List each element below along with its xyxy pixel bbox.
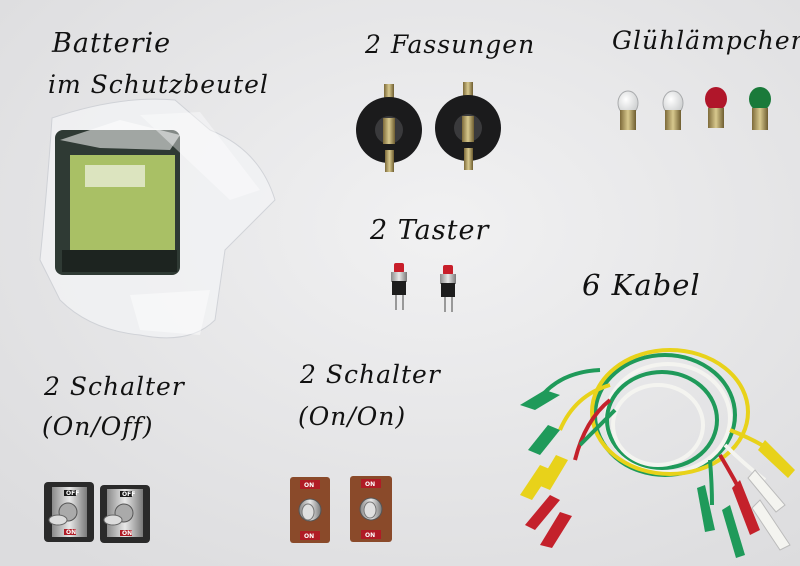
bulbs-label: Glühlämpchen	[612, 26, 800, 55]
switch-marking-on: ON	[365, 532, 375, 539]
toggle-switch-on-off: OFF ON	[44, 482, 94, 542]
battery-in-bag	[39, 98, 276, 339]
light-bulb	[705, 87, 727, 128]
toggle-switch-on-off: OFF ON	[100, 485, 150, 543]
push-button	[391, 263, 407, 310]
light-bulb	[662, 90, 684, 130]
toggle-switch-on-on: ON ON	[350, 476, 392, 542]
switch-marking-on: ON	[304, 482, 314, 489]
switch-marking-on: ON	[66, 529, 76, 536]
lamp-socket	[356, 84, 422, 172]
buttons-label: 2 Taster	[370, 215, 490, 246]
cables-label: 6 Kabel	[582, 268, 701, 302]
push-button	[440, 265, 456, 312]
switch-marking-on: ON	[304, 533, 314, 540]
switches-onoff-label-line1: 2 Schalter	[44, 372, 185, 401]
switch-marking-off: OFF	[122, 491, 135, 498]
switch-marking-on: ON	[122, 530, 132, 537]
switch-marking-on: ON	[365, 481, 375, 488]
sockets-label: 2 Fassungen	[365, 30, 536, 59]
lamp-socket	[435, 82, 501, 170]
switches-onon-label-line2: (On/On)	[298, 402, 407, 431]
battery-label-line1: Batterie	[52, 28, 172, 59]
light-bulb	[749, 87, 771, 130]
switches-onon-label-line1: 2 Schalter	[300, 360, 441, 389]
battery-label-line2: im Schutzbeutel	[48, 70, 269, 99]
switches-onoff-label-line2: (On/Off)	[42, 412, 154, 441]
switch-marking-off: OFF	[66, 490, 79, 497]
alligator-clip	[520, 390, 795, 558]
light-bulb	[617, 90, 639, 130]
toggle-switch-on-on: ON ON	[290, 477, 330, 543]
